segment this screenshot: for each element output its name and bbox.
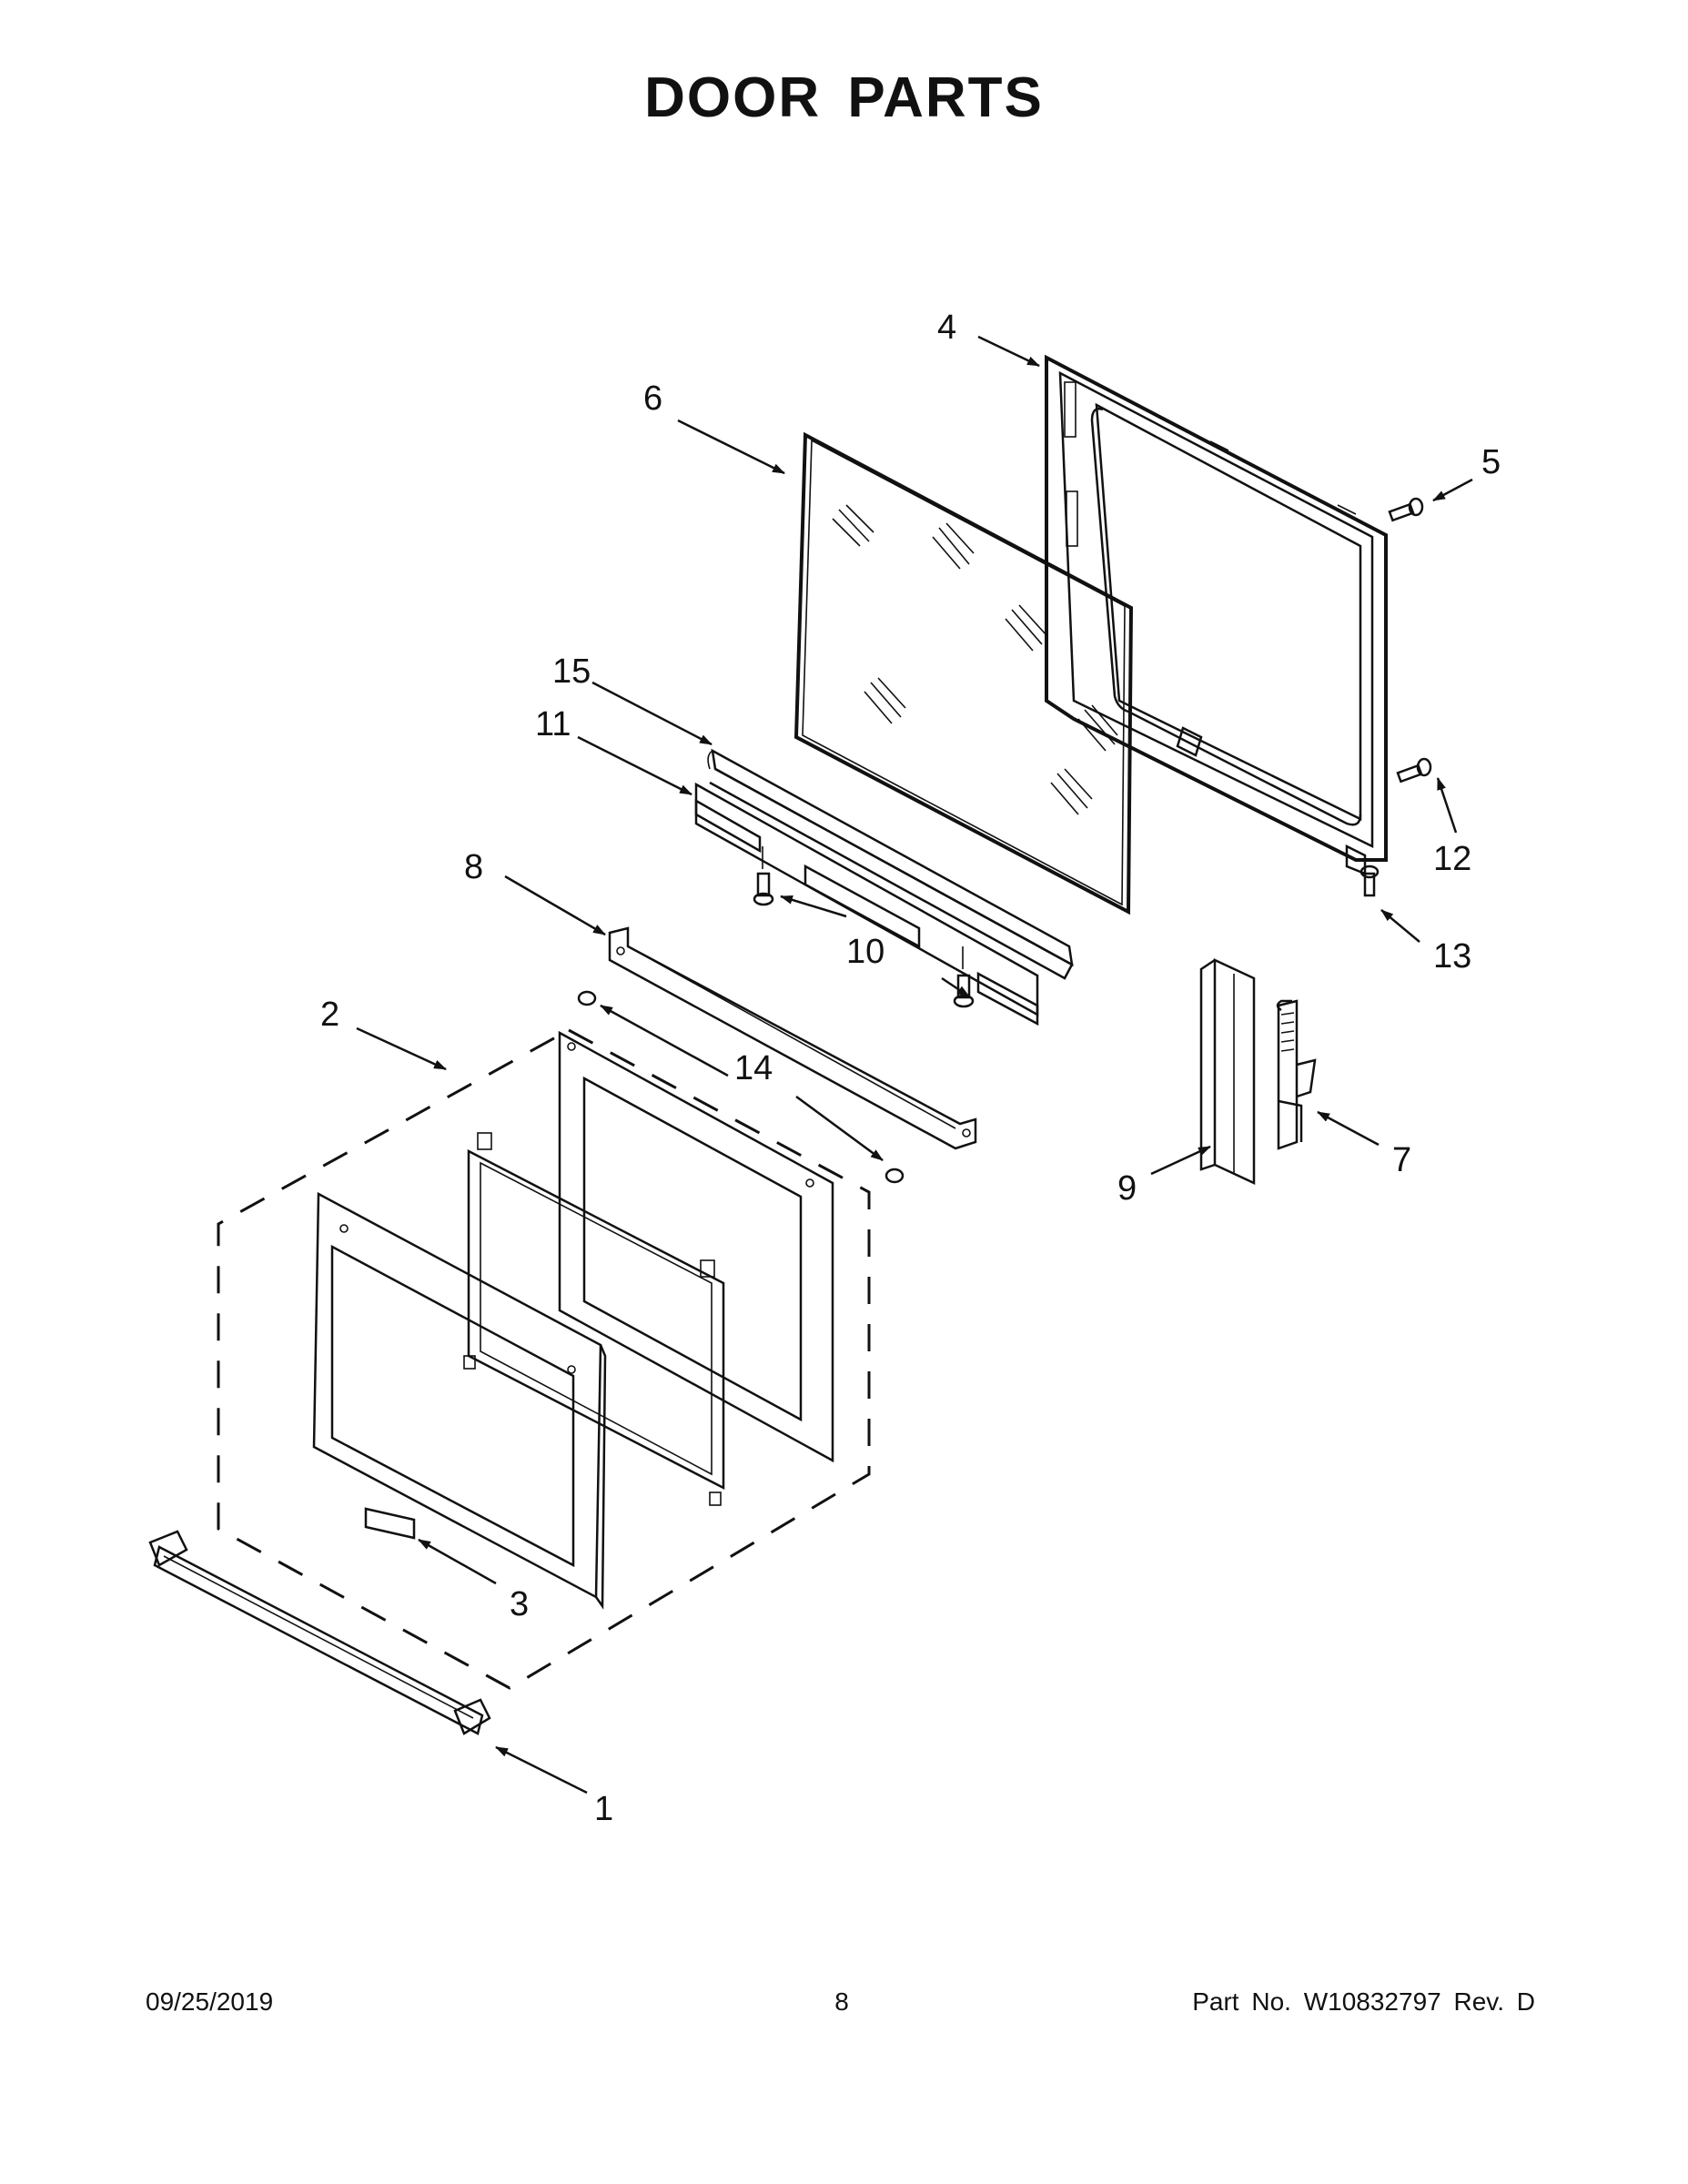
callout-7: 7: [1392, 1141, 1411, 1179]
callout-6: 6: [643, 379, 662, 418]
callout-5: 5: [1481, 443, 1501, 481]
footer-date: 09/25/2019: [146, 1987, 274, 2016]
callout-4: 4: [937, 308, 956, 347]
callout-11: 11: [535, 705, 571, 743]
callout-1: 1: [594, 1790, 613, 1828]
outer-door-panel: [312, 1191, 607, 1610]
part-4-inner-door-frame: [1045, 354, 1388, 875]
part-1-door-handle: [148, 1530, 491, 1735]
callout-9: 9: [1117, 1169, 1137, 1208]
callout-13: 13: [1433, 937, 1471, 976]
leader-arrows: [356, 335, 1473, 1795]
footer-part-number: Part No. W10832797 Rev. D: [1192, 1987, 1535, 2016]
callout-12: 12: [1433, 840, 1471, 878]
part-13-screw: [1359, 864, 1380, 897]
callout-2: 2: [320, 996, 339, 1034]
callout-14: 14: [734, 1049, 773, 1087]
callout-labels: 1 2 3 4 5 6 7 8 9 10 11 12 13 14 15: [320, 308, 1501, 1828]
part-3-badge: [364, 1507, 416, 1540]
callout-15: 15: [552, 652, 591, 691]
callout-3: 3: [510, 1585, 529, 1623]
part-2-door-assembly-outline: [217, 1028, 871, 1690]
part-9-side-trim: [1199, 958, 1256, 1185]
door-gasket: [463, 1132, 725, 1506]
part-5-screw: [1388, 497, 1424, 522]
footer-page-number: 8: [834, 1987, 849, 2016]
part-15-seal-strip: [707, 748, 1074, 980]
callout-8: 8: [464, 848, 483, 886]
callout-10: 10: [846, 933, 884, 971]
page-title: DOOR PARTS: [644, 66, 1044, 129]
part-11-lower-channel: [694, 782, 1039, 1026]
part-6-glass-panel: [793, 431, 1134, 915]
part-7-hinge: [1276, 999, 1317, 1150]
part-8-bracket-bar: [608, 926, 977, 1150]
inner-door-panel: [558, 1030, 834, 1463]
part-12-screw: [1396, 757, 1432, 784]
part-14-spacers: [577, 990, 905, 1184]
